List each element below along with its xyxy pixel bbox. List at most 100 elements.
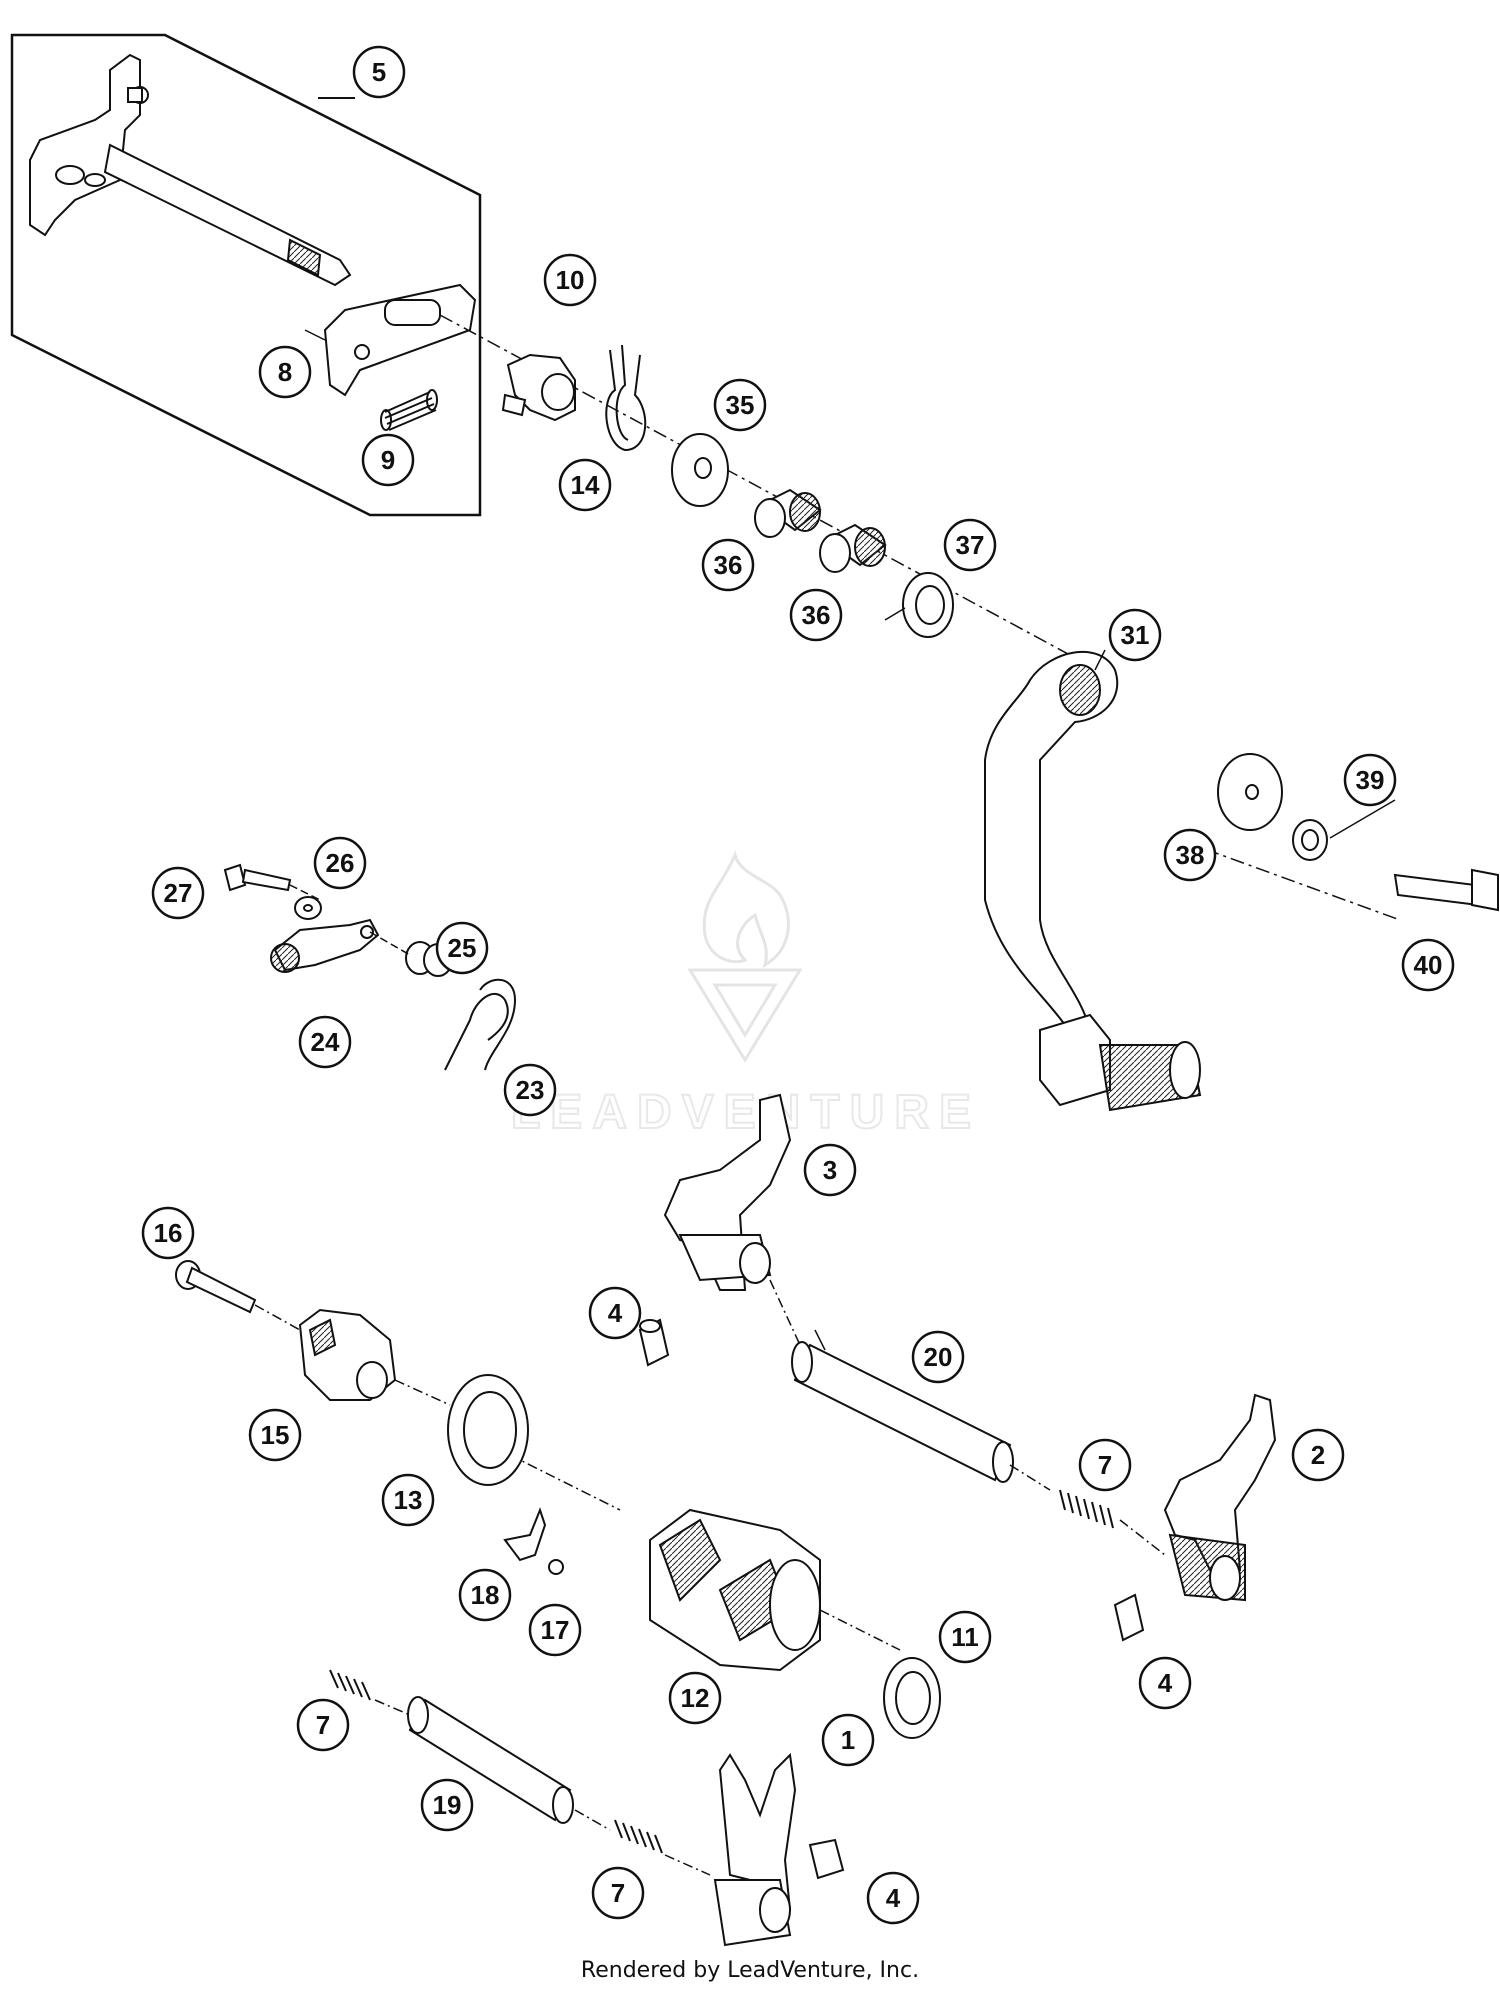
part-4-pin-a [638,1318,670,1367]
part-12-shift-drum [649,1508,821,1672]
callout-circle [1401,938,1455,992]
callout-circle [528,1603,582,1657]
leader-lines [304,329,1396,1491]
callout-c12: 12 [668,1671,722,1725]
callout-label: 20 [924,1342,953,1372]
callout-label: 27 [164,878,193,908]
callout-c7b: 7 [296,1698,350,1752]
callout-label: 36 [714,550,743,580]
part-36-needle-bearing-a [754,488,822,538]
callout-circle [151,866,205,920]
part-39-lock-washer [1292,819,1328,861]
callout-label: 7 [316,1710,330,1740]
part-18-locking-plate [503,1507,547,1562]
callout-c40: 40 [1401,938,1455,992]
callout-c3: 3 [803,1143,857,1197]
part-35-washer [671,433,729,507]
callout-label: 4 [1158,1668,1173,1698]
part-26-washer [294,896,322,920]
callout-circle [1138,1656,1192,1710]
callout-c36b: 36 [789,588,843,642]
callout-circle [588,1286,642,1340]
callout-c10: 10 [543,253,597,307]
part-20-rod [791,1341,1014,1483]
shift-plate [323,283,477,397]
part-1-shift-fork [713,1752,797,1947]
center-line-drum [254,1304,901,1651]
callout-c16: 16 [141,1206,195,1260]
center-line-fork-rod [769,1279,1166,1556]
watermark: LEADVENTURE [510,850,981,1140]
center-line-24 [369,931,411,956]
part-13-bearing [447,1374,529,1486]
callout-c11: 11 [938,1610,992,1664]
callout-label: 19 [433,1790,462,1820]
part-10-bushing [501,353,576,422]
part-7-spring-b [329,1669,371,1701]
callout-circle [713,378,767,432]
callout-c36a: 36 [701,538,755,592]
part-37-seal [902,572,954,638]
callout-circle [1291,1428,1345,1482]
callout-c13: 13 [381,1473,435,1527]
part-23-spring [444,978,517,1071]
callout-label: 26 [326,848,355,878]
callout-circle [911,1330,965,1384]
callout-c38: 38 [1163,828,1217,882]
callout-label: 4 [886,1883,901,1913]
callout-circle [1078,1438,1132,1492]
part-4-pin-c [808,1838,845,1880]
callout-label: 31 [1121,620,1150,650]
callout-c2: 2 [1291,1428,1345,1482]
callout-circle [668,1671,722,1725]
callout-circle [1163,828,1217,882]
part-31-shift-lever [984,651,1202,1112]
callout-label: 2 [1311,1440,1325,1470]
callout-label: 16 [154,1218,183,1248]
callout-c35: 35 [713,378,767,432]
callout-circle [866,1871,920,1925]
callout-c25: 25 [435,921,489,975]
callout-circle [543,253,597,307]
callout-circle [352,45,406,99]
callout-label: 1 [841,1725,855,1755]
callout-circle [701,538,755,592]
callout-label: 36 [802,600,831,630]
part-7-spring-c [614,1819,663,1854]
callout-circle [938,1610,992,1664]
callout-circle [298,1015,352,1069]
callout-label: 37 [956,530,985,560]
callout-circle [381,1473,435,1527]
part-36-needle-bearing-b [819,523,887,573]
callout-label: 25 [448,933,477,963]
callout-label: 39 [1356,765,1385,795]
callout-circle [503,1063,557,1117]
callout-label: 7 [1098,1450,1112,1480]
callout-label: 17 [541,1615,570,1645]
callout-c1: 1 [821,1713,875,1767]
callout-label: 12 [681,1683,710,1713]
callout-c26: 26 [313,836,367,890]
callout-circle [943,518,997,572]
callout-label: 18 [471,1580,500,1610]
shift-shaft-assembly-box [10,33,482,517]
shift-shaft [29,53,352,287]
callout-c20: 20 [911,1330,965,1384]
callout-label: 3 [823,1155,837,1185]
callout-circle [789,588,843,642]
callout-circle [591,1866,645,1920]
callout-circle [458,1568,512,1622]
callout-label: 4 [608,1298,623,1328]
part-17-screw [548,1559,564,1575]
callout-circle [803,1143,857,1197]
callout-circle [1108,608,1162,662]
part-16-bolt [175,1260,257,1314]
callout-circle [435,921,489,975]
callout-label: 14 [571,470,600,500]
callout-c7c: 7 [591,1866,645,1920]
watermark-text: LEADVENTURE [511,1086,981,1139]
callout-label: 11 [951,1622,979,1652]
callout-c27: 27 [151,866,205,920]
